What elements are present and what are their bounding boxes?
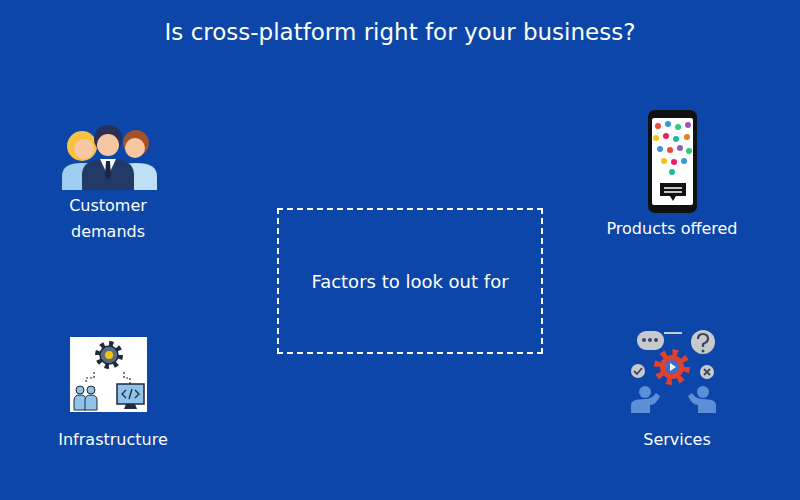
person-body (688, 393, 716, 413)
services-icon (631, 330, 716, 413)
monitor (117, 384, 144, 404)
gear-center (665, 360, 679, 374)
gear-teeth (98, 344, 120, 366)
icon-label: Customer demands (43, 193, 173, 245)
tie (105, 161, 111, 180)
face (74, 139, 94, 159)
app-dot (655, 123, 661, 129)
gear-center (105, 351, 113, 359)
dashed-box: Factors to look out for (277, 208, 543, 354)
people-icon (62, 125, 157, 190)
face (97, 134, 119, 156)
icon-background (70, 337, 147, 412)
gear (660, 355, 684, 379)
app-dot (681, 158, 687, 164)
app-dot (675, 124, 681, 130)
cross-mark (704, 369, 710, 375)
chat-dot (654, 338, 658, 342)
app-dot (671, 159, 677, 165)
app-dot (665, 121, 671, 127)
app-dot (686, 148, 692, 154)
chat-dot (642, 338, 646, 342)
hair (67, 131, 97, 161)
person-body (631, 393, 660, 413)
infrastructure-icon (70, 337, 147, 412)
gear-teeth (658, 353, 686, 381)
app-dot (677, 145, 683, 151)
icon-label: Services (602, 427, 752, 453)
question-dot (702, 350, 705, 353)
speech-line (664, 187, 682, 189)
phone-icon (648, 110, 697, 213)
check-mark (634, 368, 642, 374)
chat-bubble (637, 331, 664, 350)
check-circle (631, 364, 645, 378)
person-head (697, 386, 709, 398)
person-head (87, 386, 95, 394)
app-dot (653, 135, 659, 141)
app-dot (669, 169, 675, 175)
connector-line (124, 372, 130, 384)
icon-label: Products offered (587, 216, 757, 242)
app-dot (667, 147, 673, 153)
face (125, 138, 145, 158)
phone-body (648, 110, 697, 213)
gear (100, 346, 118, 364)
question-mark (698, 334, 708, 347)
monitor-stand (124, 404, 137, 409)
diagram-title: Is cross-platform right for your busines… (0, 15, 800, 49)
app-dot (663, 133, 669, 139)
person-body (85, 395, 97, 410)
app-dot (685, 122, 691, 128)
app-dot (661, 158, 667, 164)
cross-circle (700, 365, 714, 379)
question-bubble (691, 330, 715, 354)
dash-line (664, 332, 682, 334)
app-dot (657, 146, 663, 152)
phone-screen (652, 118, 693, 205)
connector-line (86, 372, 94, 384)
code-symbol (122, 389, 139, 399)
app-dot (684, 134, 690, 140)
person-body (74, 395, 86, 410)
icon-label: Infrastructure (38, 427, 188, 453)
app-dot (673, 136, 679, 142)
box-text: Factors to look out for (303, 267, 518, 296)
speech-box (660, 183, 686, 201)
body (82, 159, 134, 190)
person-head (639, 386, 651, 398)
play-symbol (670, 363, 676, 371)
speech-line (664, 191, 682, 193)
person-head (76, 386, 84, 394)
chat-dot (648, 338, 652, 342)
